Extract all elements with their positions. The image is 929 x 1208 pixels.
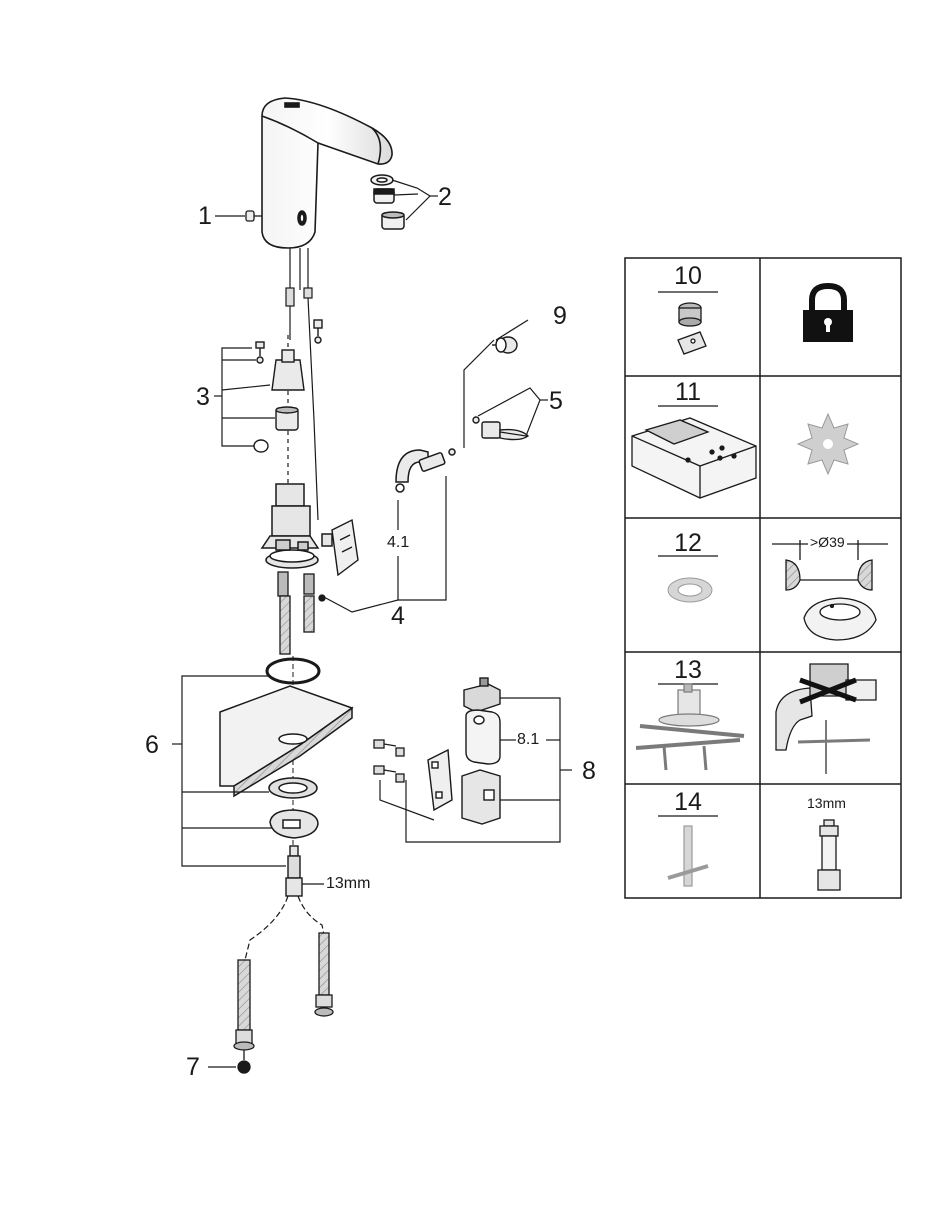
oring-part-6 bbox=[265, 657, 321, 685]
gear-icon bbox=[796, 412, 860, 476]
bracket-part bbox=[331, 518, 359, 577]
gasket-ring-icon bbox=[667, 577, 713, 603]
callout-8: 8 bbox=[582, 757, 596, 785]
hose-left bbox=[233, 959, 255, 1051]
countertop-section bbox=[219, 685, 354, 798]
panel-wrench-size-label: 13mm bbox=[807, 795, 846, 811]
padlock-icon bbox=[803, 282, 853, 342]
panel-item-12: 12 bbox=[674, 529, 702, 557]
leader-lines-2 bbox=[391, 179, 438, 221]
horseshoe-plate bbox=[269, 809, 319, 839]
callout-2: 2 bbox=[438, 183, 452, 211]
leader-lines-8 bbox=[379, 697, 572, 843]
key-tool-icon bbox=[667, 825, 709, 887]
callout-8-1: 8.1 bbox=[517, 731, 540, 748]
callout-6: 6 bbox=[145, 731, 159, 759]
tighten-diagram bbox=[775, 663, 877, 774]
callout-4: 4 bbox=[391, 602, 405, 630]
threaded-rod bbox=[285, 845, 303, 897]
panel-item-10: 10 bbox=[674, 262, 702, 290]
supply-hoses bbox=[244, 895, 325, 961]
electronic-box-parts bbox=[427, 677, 501, 825]
callout-4-1: 4.1 bbox=[387, 534, 410, 551]
callout-5: 5 bbox=[549, 387, 563, 415]
outlet-elbow bbox=[395, 448, 456, 493]
hole-diameter-label: >Ø39 bbox=[808, 534, 847, 550]
basin-hole-diagram bbox=[772, 540, 888, 641]
screws-part-8 bbox=[373, 739, 405, 783]
valve-part-5 bbox=[472, 416, 530, 441]
aerator-parts bbox=[370, 174, 405, 230]
leader-lines-4-5-9 bbox=[321, 319, 548, 613]
panel-item-14: 14 bbox=[674, 788, 702, 816]
aerator-insert-icon bbox=[677, 302, 707, 355]
hose-right bbox=[314, 932, 334, 1017]
cap-part-7 bbox=[208, 1050, 251, 1074]
wrench-size-label: 13mm bbox=[326, 875, 371, 892]
callout-3: 3 bbox=[196, 383, 210, 411]
remote-control-icon bbox=[631, 417, 757, 499]
valve-assembly bbox=[260, 483, 333, 569]
knob-part-9 bbox=[492, 336, 518, 354]
callout-7: 7 bbox=[186, 1053, 200, 1081]
screw-part-1 bbox=[215, 210, 262, 222]
callout-1: 1 bbox=[198, 202, 212, 230]
socket-wrench-icon bbox=[817, 819, 841, 891]
leader-lines-3 bbox=[214, 347, 275, 447]
faucet-body bbox=[261, 97, 393, 249]
parts-table bbox=[624, 257, 902, 899]
hoses-upper bbox=[277, 571, 326, 655]
leader-lines-6 bbox=[172, 675, 324, 885]
mounting-screws-icon bbox=[635, 683, 745, 771]
callout-9: 9 bbox=[553, 302, 567, 330]
panel-item-11: 11 bbox=[675, 378, 701, 406]
mounting-parts-3 bbox=[253, 319, 323, 453]
panel-item-13: 13 bbox=[674, 656, 702, 684]
washer-ring bbox=[268, 777, 318, 799]
